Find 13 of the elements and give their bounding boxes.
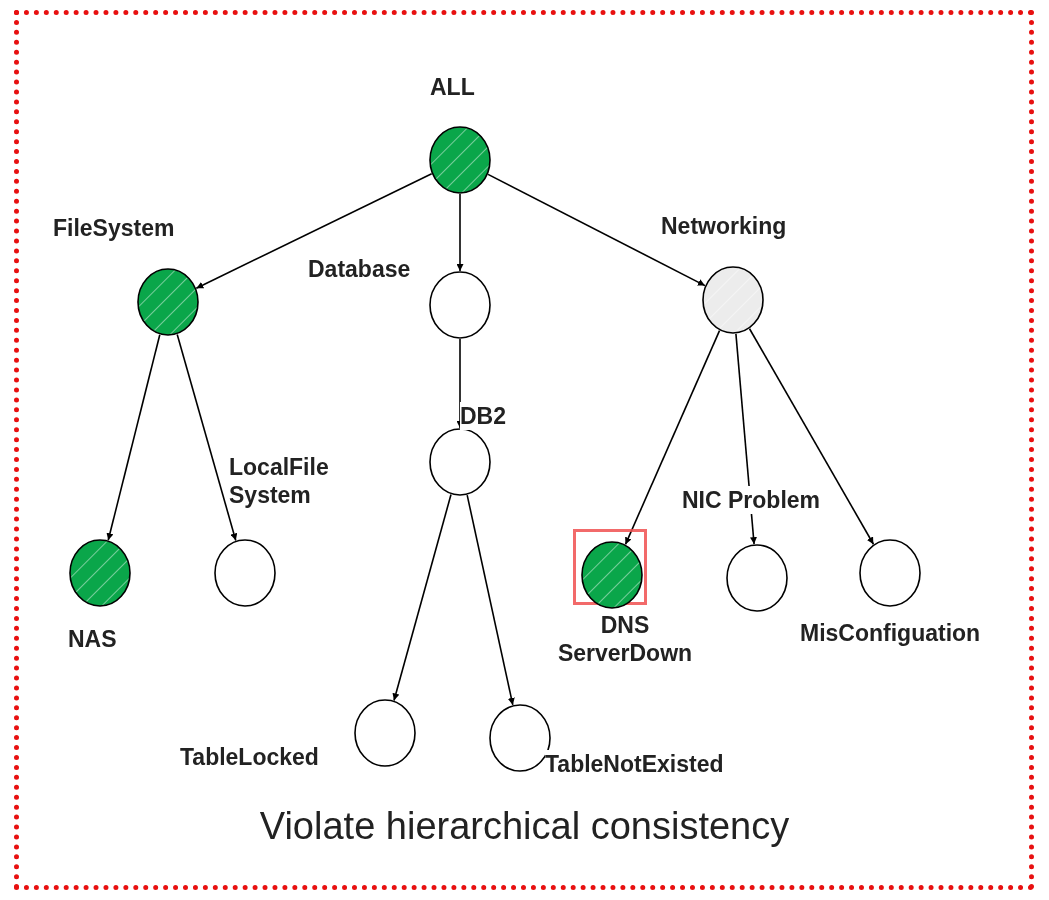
arrow — [466, 494, 515, 706]
arrow — [456, 338, 464, 429]
arrow — [456, 193, 464, 272]
caption: Violate hierarchical consistency — [258, 805, 791, 848]
arrow — [195, 173, 433, 290]
arrow — [748, 327, 875, 546]
node-label: NIC Problem — [682, 486, 821, 514]
node-label: DB2 — [460, 402, 506, 430]
arrow — [106, 333, 161, 541]
arrow — [487, 173, 706, 287]
arrow — [176, 333, 238, 542]
arrow — [392, 493, 452, 702]
arrow — [624, 329, 721, 546]
